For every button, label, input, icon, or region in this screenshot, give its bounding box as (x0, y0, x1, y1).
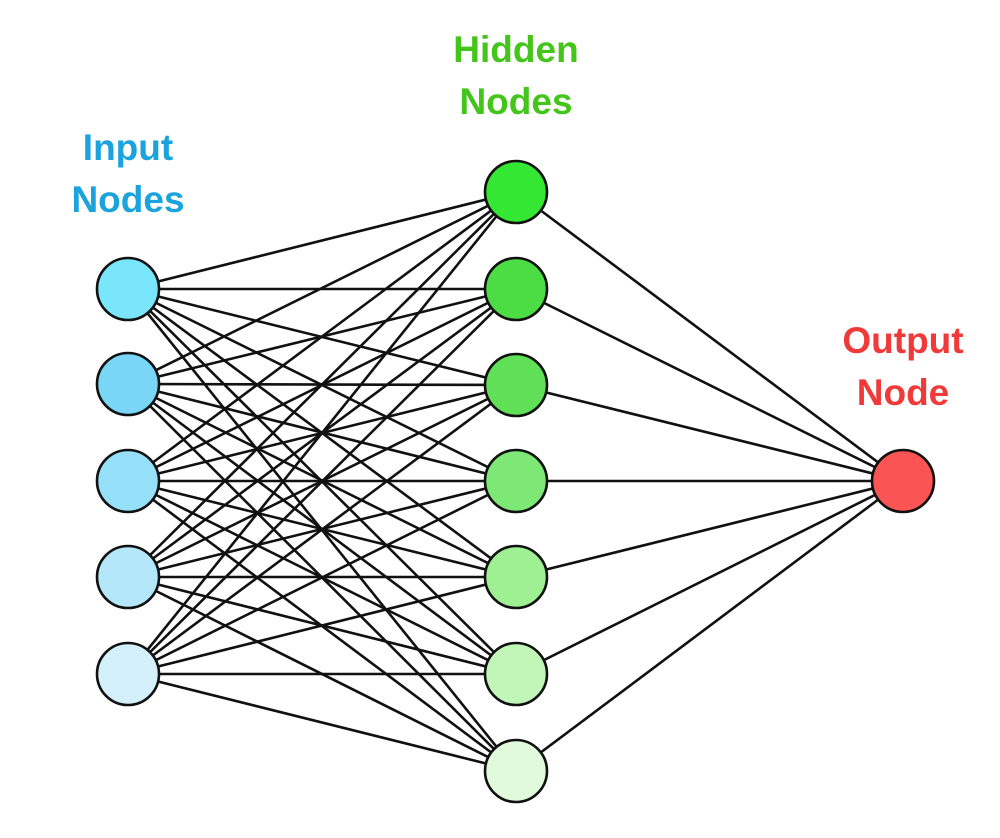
edge-hidden-7-to-output-1 (515, 479, 904, 773)
edge-input-5-to-hidden-3 (127, 383, 517, 676)
edge-hidden-5-to-output-1 (515, 479, 904, 579)
edge-input-5-to-hidden-4 (127, 479, 517, 676)
edge-input-5-to-hidden-2 (127, 288, 517, 675)
edge-input-1-to-hidden-1 (127, 190, 517, 291)
edge-input-5-to-hidden-7 (127, 672, 517, 773)
input-node-2 (95, 351, 161, 417)
input-node-1 (95, 256, 161, 322)
input-label-line-2: Nodes (71, 179, 184, 220)
edge-input-5-to-hidden-1 (126, 191, 518, 675)
output-node-1 (870, 448, 936, 514)
hidden-node-4 (483, 448, 549, 514)
edge-input-2-to-hidden-1 (127, 190, 517, 386)
input-label-line-1: Input (83, 127, 173, 168)
hidden-node-6 (483, 641, 549, 707)
hidden-node-2 (483, 256, 549, 322)
output-label-line-1: Output (842, 320, 963, 361)
hidden-node-7 (483, 738, 549, 804)
nodes (95, 159, 936, 804)
connections (126, 190, 904, 773)
edge-input-3-to-hidden-1 (127, 190, 517, 483)
edge-hidden-2-to-output-1 (515, 287, 904, 483)
input-node-3 (95, 448, 161, 514)
hidden-node-5 (483, 544, 549, 610)
output-label-line-2: Node (857, 372, 950, 413)
hidden-layer-label: Hidden Nodes (453, 29, 578, 122)
edge-hidden-3-to-output-1 (515, 383, 904, 483)
hidden-node-3 (483, 352, 549, 418)
input-node-5 (95, 641, 161, 707)
hidden-label-line-2: Nodes (459, 81, 572, 122)
input-node-4 (95, 544, 161, 610)
input-layer-label: Input Nodes (71, 127, 184, 220)
edge-input-5-to-hidden-5 (127, 575, 517, 676)
hidden-node-1 (483, 159, 549, 225)
edge-hidden-6-to-output-1 (515, 479, 904, 676)
edge-input-4-to-hidden-1 (127, 191, 517, 578)
edge-hidden-1-to-output-1 (515, 190, 904, 483)
output-layer-label: Output Node (842, 320, 963, 413)
hidden-label-line-1: Hidden (453, 29, 578, 70)
